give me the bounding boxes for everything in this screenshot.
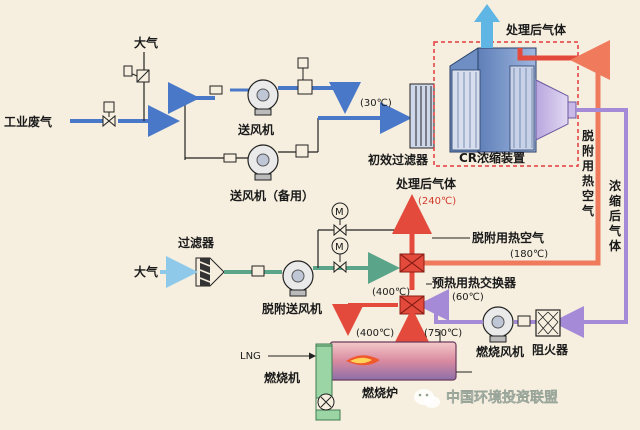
filter-label: 过滤器 [178, 235, 215, 250]
flame-arrester [535, 309, 561, 337]
cr-device [449, 47, 577, 153]
desorption-hot-air-vertical-text-6: 气 [581, 203, 594, 218]
temp-240: (240℃) [418, 196, 456, 207]
motor-label-upper: M [335, 207, 344, 218]
temp-180: (180℃) [510, 249, 548, 260]
prefilter-label: 初效过滤器 [368, 152, 429, 167]
desorption-hot-air-label: 脱附用热空气 [472, 230, 544, 245]
flame-arrester-label: 阻火器 [532, 342, 569, 357]
valve-icon [295, 144, 309, 158]
temp-400-low: (400℃) [356, 328, 394, 339]
cr-device-label: CR浓缩装置 [459, 150, 525, 165]
cr-device-boundary [433, 41, 579, 167]
damper-icon [223, 153, 237, 163]
treated-gas-top-label: 处理后气体 [505, 22, 567, 37]
motor-valve-lower: M [331, 237, 349, 274]
desorption-hot-air-vertical-text-4: 热 [582, 173, 594, 188]
combustion-fan [460, 306, 531, 343]
desorption-hot-air-vertical-text-1: 脱 [582, 128, 594, 143]
motor-valve-upper: M [317, 202, 404, 268]
blower-label: 送风机 [237, 122, 274, 137]
atmosphere-label-left: 大气 [134, 264, 158, 279]
incinerator [329, 341, 457, 381]
filter [195, 257, 225, 287]
concentrated-gas-vertical-text-2: 缩 [609, 193, 621, 208]
blower-backup [223, 118, 319, 181]
concentrated-gas-vertical-text-3: 后 [609, 208, 621, 223]
damper-icon [251, 265, 265, 277]
desorption-hot-air-loop [420, 40, 610, 266]
desorption-hot-air-vertical-text-3: 用 [581, 159, 594, 173]
combustion-fan-label: 燃烧风机 [476, 344, 524, 359]
preheat-exchanger-label: 预热用热交换器 [432, 275, 517, 290]
watermark: 中国环境投资联盟 [414, 389, 558, 408]
desorption-blower-label: 脱附送风机 [262, 301, 322, 316]
desorption-blower [224, 252, 400, 297]
treated-gas-top-flow [474, 4, 500, 48]
industrial-exhaust-label: 工业废气 [4, 114, 52, 129]
temp-400-mid: (400℃) [372, 287, 410, 298]
watermark-text: 中国环境投资联盟 [446, 389, 558, 406]
valve-icon [102, 101, 116, 128]
prefilter [409, 83, 435, 149]
motor-label-lower: M [335, 242, 344, 253]
damper-icon [209, 85, 223, 95]
treated-gas-mid-label: 处理后气体 [395, 176, 457, 191]
temp-30: (30℃) [360, 98, 392, 109]
concentrated-gas-vertical-text-5: 体 [609, 238, 622, 253]
blower-main [209, 57, 361, 116]
temp-750: (750℃) [424, 328, 462, 339]
burner [268, 343, 341, 421]
desorption-hot-air-vertical-text-5: 空 [582, 188, 594, 203]
lng-label: LNG [240, 351, 261, 362]
heat-exchanger-lower [332, 295, 432, 348]
atmosphere-label-top: 大气 [134, 35, 158, 50]
damper-icon [517, 315, 531, 327]
desorption-hot-air-vertical-text-2: 附 [582, 143, 594, 158]
blower-backup-label: 送风机（备用） [229, 188, 314, 203]
heat-exchanger-upper [392, 194, 432, 290]
concentrated-gas-vertical-text-4: 气 [608, 223, 621, 238]
valve-icon [297, 79, 313, 95]
atmosphere-inlet: 大气 [123, 35, 158, 121]
burner-label: 燃烧机 [264, 370, 300, 385]
temp-60: (60℃) [452, 292, 484, 303]
concentrated-gas-vertical-text-1: 浓 [609, 178, 622, 193]
incinerator-label: 燃烧炉 [362, 385, 398, 400]
exhaust-inlet-line [70, 82, 250, 160]
